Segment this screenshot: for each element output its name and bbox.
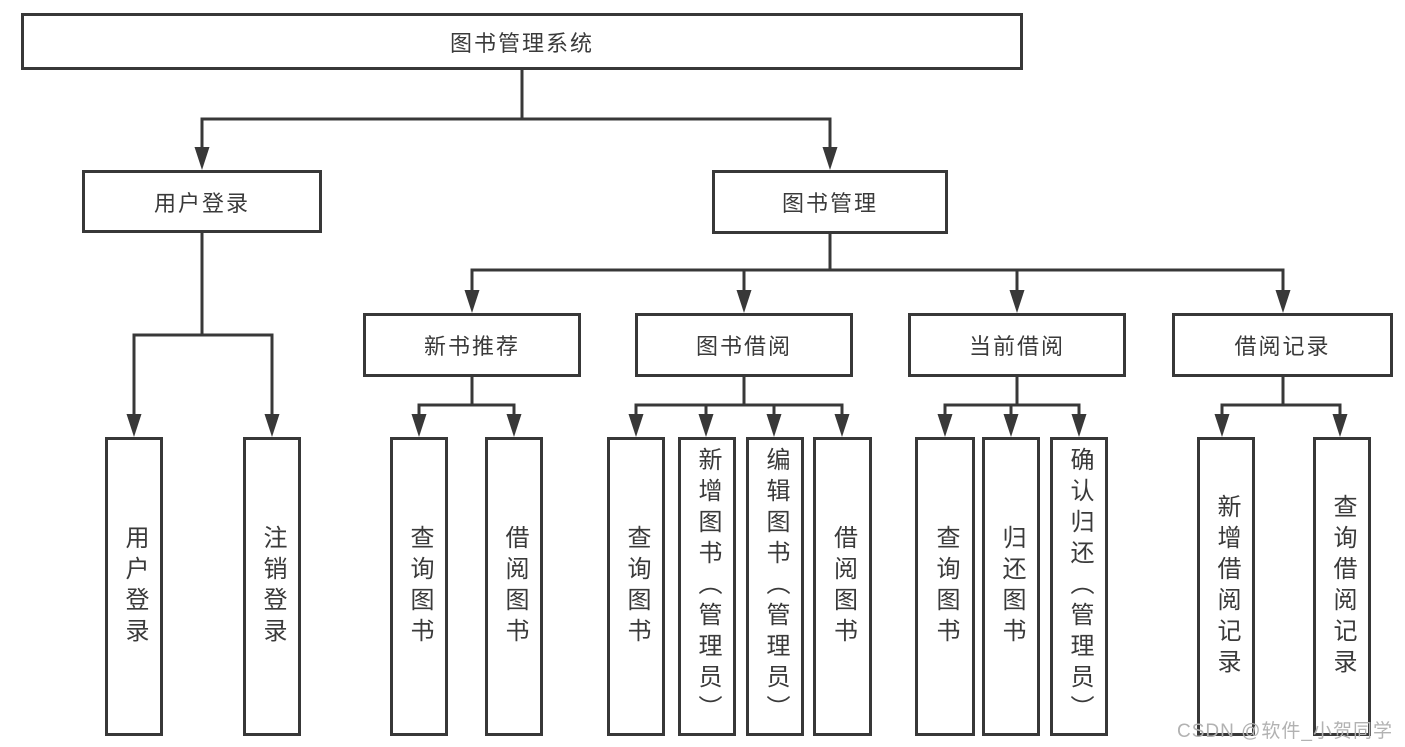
node-new-book-recommendation: 新书推荐 xyxy=(363,313,581,377)
leaf-borrow-books-recommend: 借阅图书 xyxy=(485,437,543,736)
leaf-borrow-books: 借阅图书 xyxy=(813,437,872,736)
leaf-query-books-borrow-label: 查询图书 xyxy=(623,524,650,649)
leaf-query-books-current-label: 查询图书 xyxy=(932,524,959,649)
node-library-management-system: 图书管理系统 xyxy=(21,13,1023,70)
leaf-query-books-borrow: 查询图书 xyxy=(607,437,665,736)
node-current-borrowing: 当前借阅 xyxy=(908,313,1126,377)
leaf-borrow-books-recommend-label: 借阅图书 xyxy=(501,524,528,649)
leaf-add-books-admin: 新增图书（管理员） xyxy=(678,437,736,736)
csdn-watermark: CSDN @软件_小贺同学 xyxy=(1177,721,1393,742)
leaf-query-borrow-record: 查询借阅记录 xyxy=(1313,437,1371,736)
leaf-query-borrow-record-label: 查询借阅记录 xyxy=(1329,493,1356,680)
leaf-query-books-recommend: 查询图书 xyxy=(390,437,448,736)
leaf-return-books: 归还图书 xyxy=(982,437,1040,736)
leaf-add-borrow-record: 新增借阅记录 xyxy=(1197,437,1255,736)
leaf-add-borrow-record-label: 新增借阅记录 xyxy=(1213,493,1240,680)
node-book-management: 图书管理 xyxy=(712,170,948,234)
leaf-confirm-return-admin-label: 确认归还（管理员） xyxy=(1066,447,1093,726)
leaf-edit-books-admin-label: 编辑图书（管理员） xyxy=(762,447,789,726)
leaf-return-books-label: 归还图书 xyxy=(998,524,1025,649)
node-book-borrowing: 图书借阅 xyxy=(635,313,853,377)
node-borrowing-records: 借阅记录 xyxy=(1172,313,1393,377)
leaf-edit-books-admin: 编辑图书（管理员） xyxy=(746,437,804,736)
leaf-logout: 注销登录 xyxy=(243,437,301,736)
leaf-user-login-label: 用户登录 xyxy=(121,524,148,649)
leaf-borrow-books-label: 借阅图书 xyxy=(829,524,857,649)
leaf-query-books-recommend-label: 查询图书 xyxy=(406,524,433,649)
leaf-user-login: 用户登录 xyxy=(105,437,163,736)
leaf-add-books-admin-label: 新增图书（管理员） xyxy=(694,447,721,726)
node-user-login: 用户登录 xyxy=(82,170,322,233)
leaf-logout-label: 注销登录 xyxy=(259,524,286,649)
leaf-confirm-return-admin: 确认归还（管理员） xyxy=(1050,437,1108,736)
leaf-query-books-current: 查询图书 xyxy=(915,437,975,736)
